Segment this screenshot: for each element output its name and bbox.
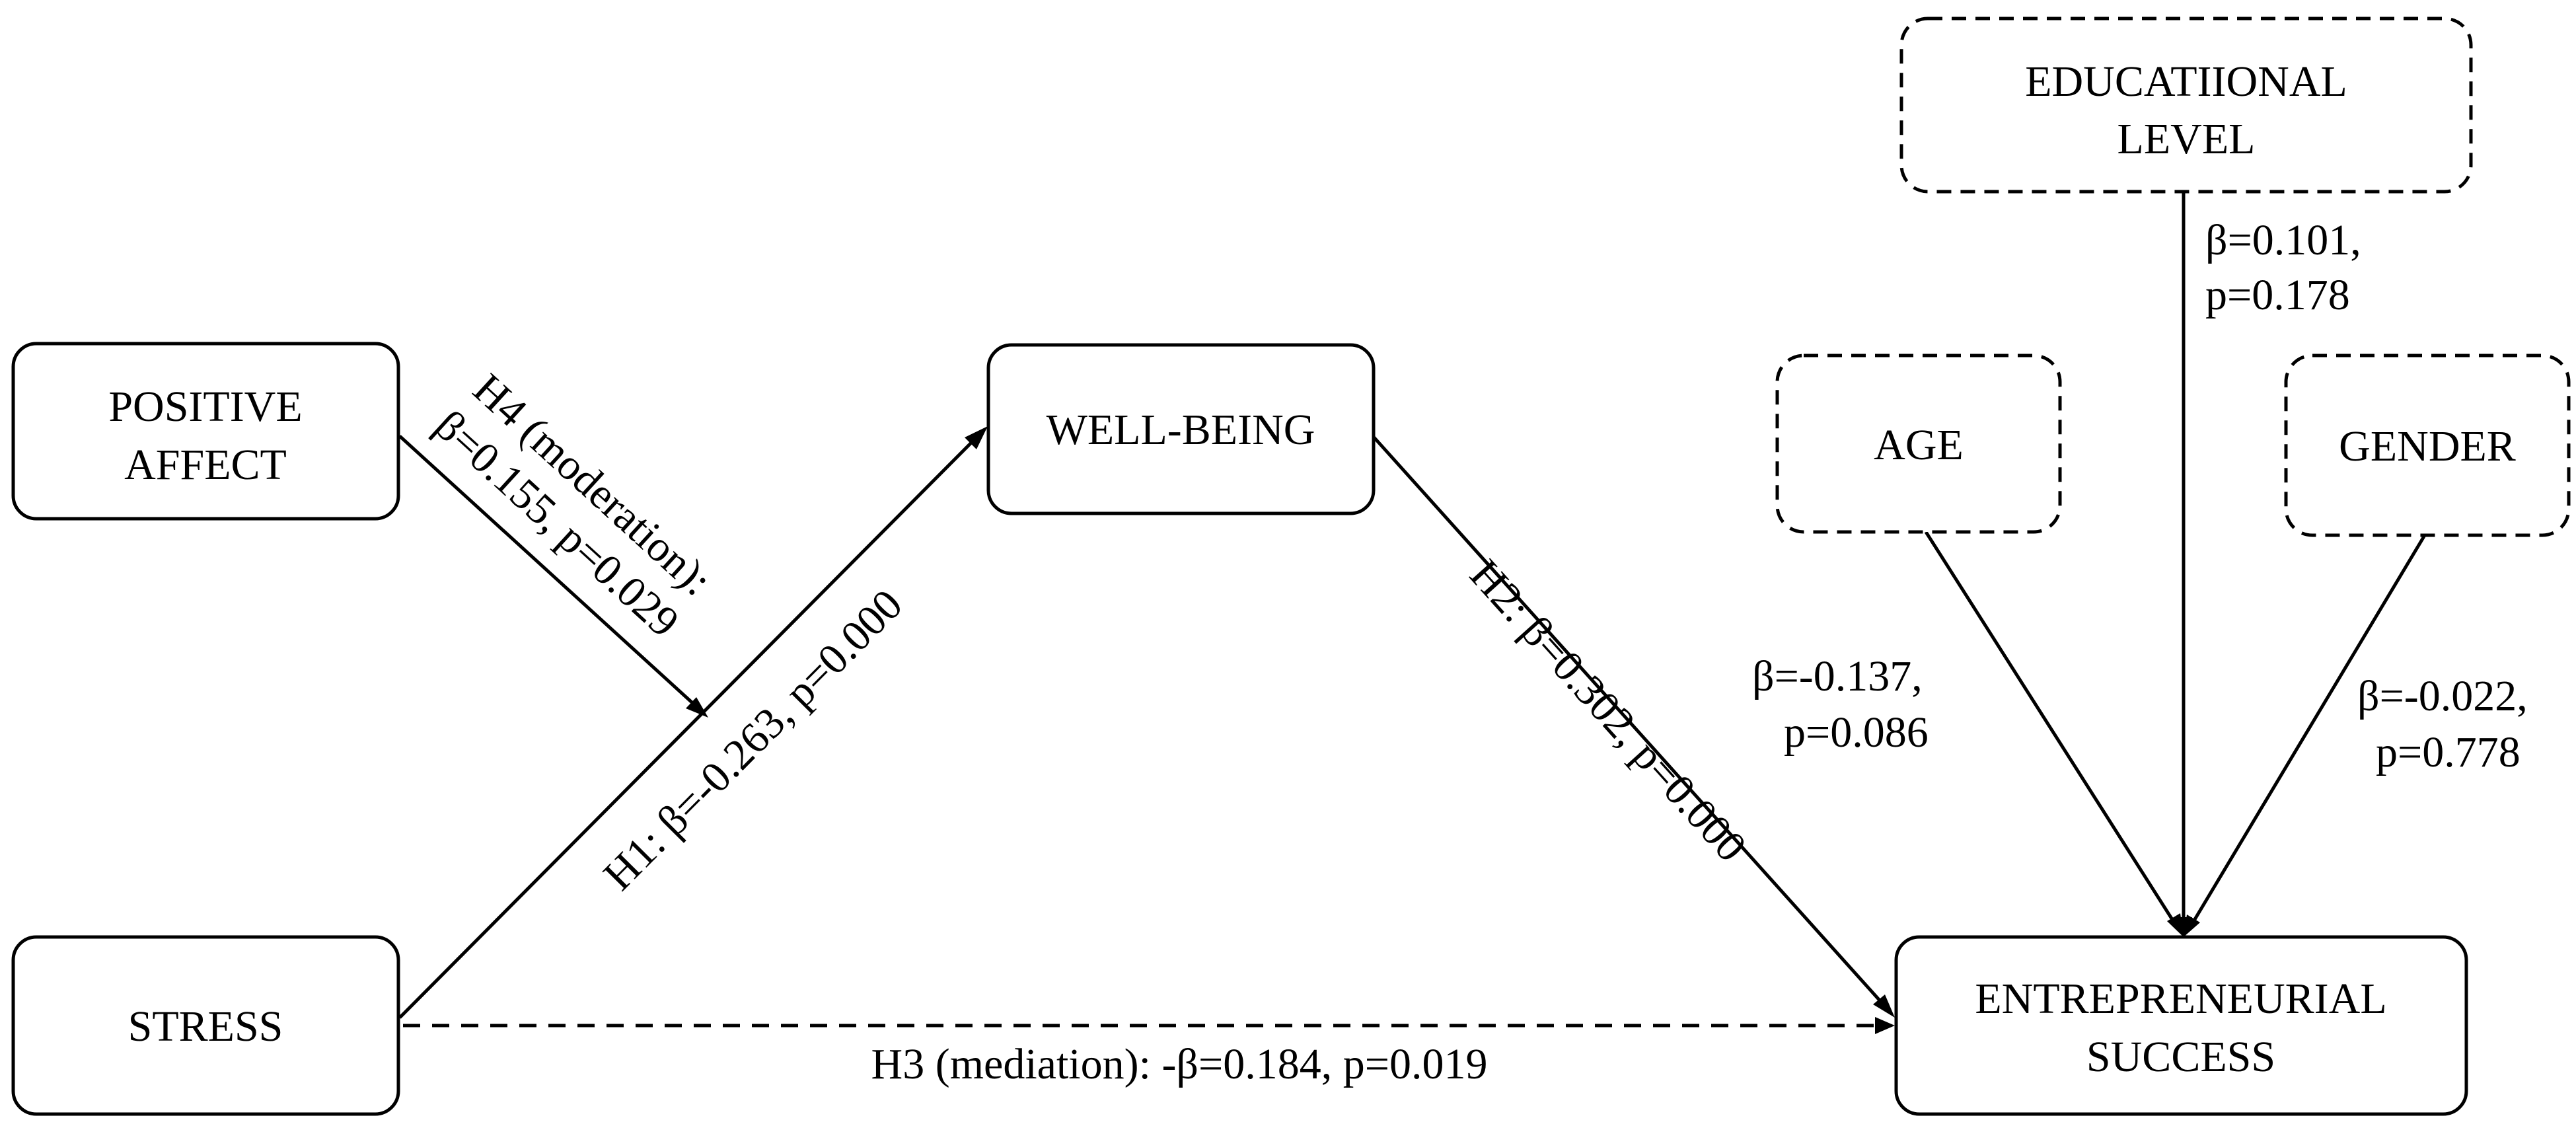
edge-h4-arrowhead — [686, 697, 708, 718]
edge-age-label-line-1: β=-0.137, — [1752, 652, 1923, 700]
edge-h3-label: H3 (mediation): -β=0.184, p=0.019 — [871, 1040, 1488, 1088]
node-stress-label: STRESS — [128, 1002, 283, 1051]
node-age: AGE — [1775, 354, 2062, 534]
node-positive-affect-line-2: AFFECT — [124, 441, 287, 489]
edge-h3-arrowhead — [1875, 1017, 1895, 1034]
edge-h1-arrow — [398, 435, 979, 1019]
edge-age-arrow — [1924, 531, 2177, 925]
node-gender: GENDER — [2284, 354, 2571, 537]
node-well-being: WELL-BEING — [986, 343, 1376, 515]
edge-h4-arrow — [398, 435, 698, 708]
edge-education-label-line-1: β=0.101, — [2205, 216, 2361, 264]
node-well-being-label: WELL-BEING — [1047, 406, 1315, 454]
node-positive-affect-line-1: POSITIVE — [108, 383, 302, 431]
node-educational-level-line-2: LEVEL — [2117, 115, 2256, 163]
edge-age-label-line-2: p=0.086 — [1784, 708, 1929, 757]
edges — [398, 192, 2427, 1034]
edge-gender-label-line-1: β=-0.022, — [2357, 672, 2528, 720]
edge-gender-arrow — [2190, 534, 2427, 925]
node-age-label: AGE — [1874, 421, 1964, 469]
edge-h2-label: H2: β=0.302, p=0.000 — [1461, 550, 1756, 871]
node-entrepreneurial-success-line-1: ENTREPRENEURIAL — [1975, 975, 2386, 1023]
edge-education-label-line-2: p=0.178 — [2205, 271, 2350, 319]
edge-h2-arrow — [1372, 435, 1888, 1009]
edge-age-arrowhead — [2167, 913, 2184, 937]
edge-h1-arrowhead — [965, 426, 988, 449]
node-educational-level-line-1: EDUCATIIONAL — [2025, 57, 2347, 106]
edge-h2-arrowhead — [1873, 994, 1895, 1018]
edge-h4-label: H4 (moderation): β=0.155, p=0.029 — [425, 365, 721, 647]
node-stress: STRESS — [11, 935, 400, 1116]
edge-gender-label-line-2: p=0.778 — [2376, 728, 2521, 776]
edge-gender-arrowhead — [2184, 915, 2200, 937]
node-educational-level: EDUCATIIONAL LEVEL — [1899, 17, 2473, 194]
node-positive-affect: POSITIVE AFFECT — [11, 342, 400, 521]
node-entrepreneurial-success-line-2: SUCCESS — [2086, 1033, 2275, 1081]
node-gender-label: GENDER — [2339, 422, 2516, 470]
node-entrepreneurial-success: ENTREPRENEURIAL SUCCESS — [1894, 935, 2468, 1116]
